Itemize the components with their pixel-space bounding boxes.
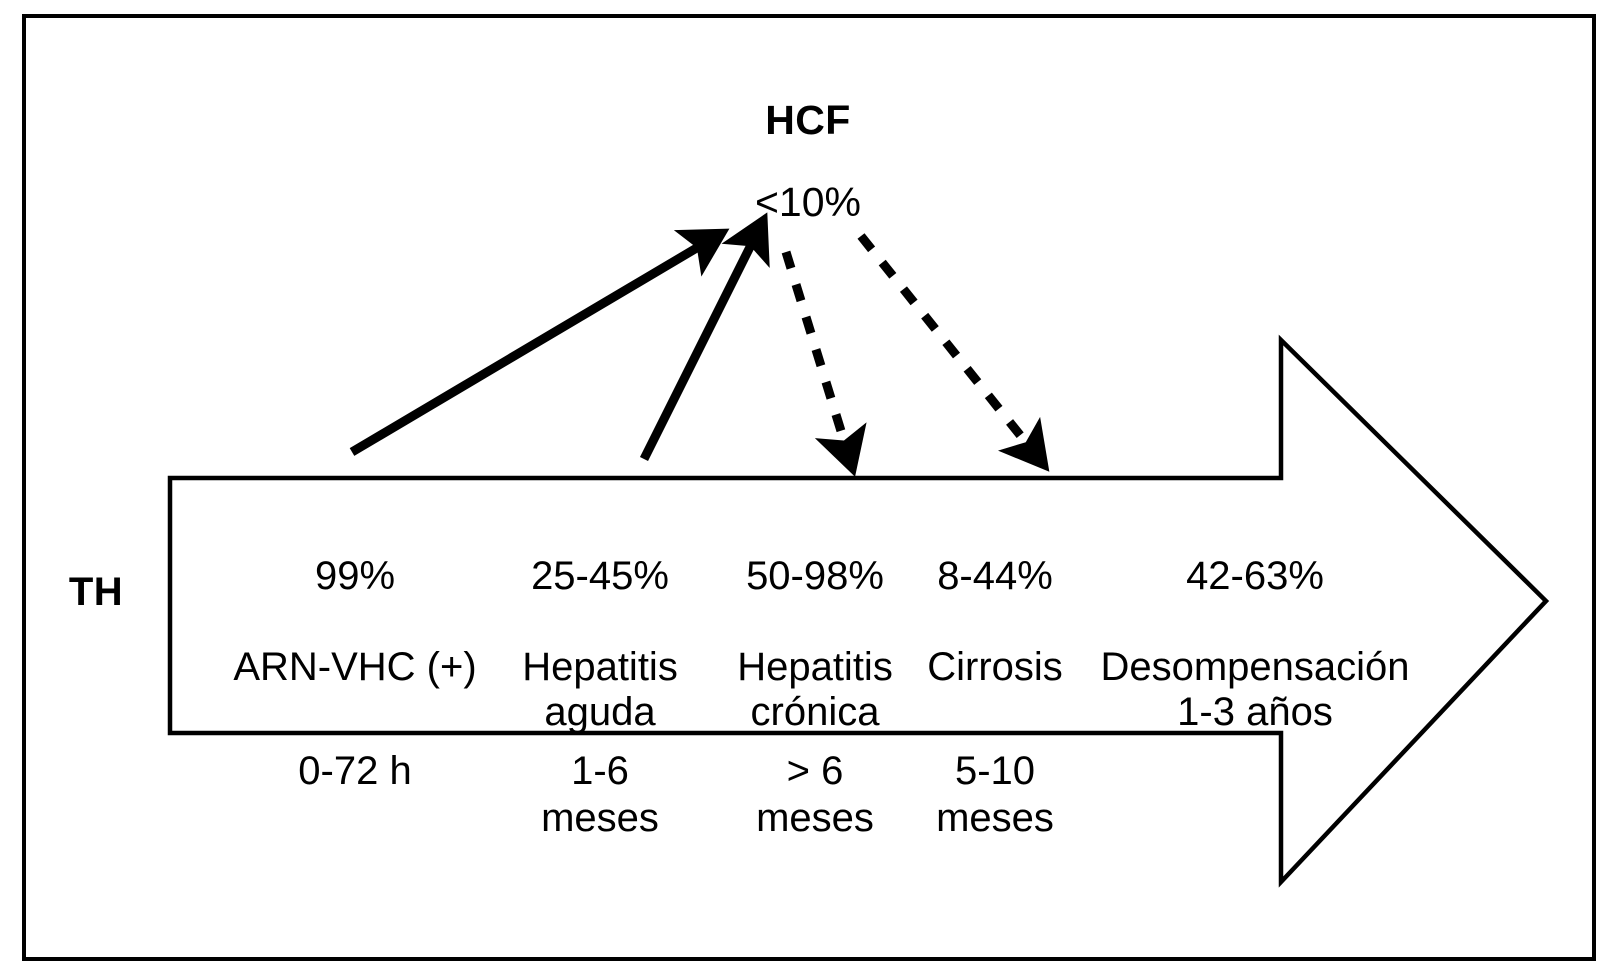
th-axis-label: TH — [68, 570, 124, 614]
stage-4-name: Cirrosis — [927, 644, 1063, 689]
hcf-percentage: <10% — [754, 179, 861, 225]
stage-2-name: Hepatitis aguda — [522, 644, 678, 735]
stage-5-percent: 42-63% — [1186, 553, 1324, 598]
connector-solid-1 — [349, 228, 730, 456]
stage-1-name: ARN-VHC (+) — [233, 644, 477, 689]
stage-block-1: 99% ARN-VHC (+) — [205, 508, 505, 736]
connector-dashed-1 — [781, 250, 867, 477]
stage-5-name: Desompensación 1-3 años — [1100, 644, 1410, 735]
stage-4-percent: 8-44% — [937, 553, 1053, 598]
connector-dashed-2 — [857, 233, 1050, 472]
timing-label-2: 1-6 meses — [541, 749, 659, 841]
connector-solid-2 — [639, 212, 770, 462]
stage-block-4: 8-44% Cirrosis — [880, 508, 1110, 736]
progression-arrow-shape — [167, 334, 1550, 888]
timing-label-4: 5-10 meses — [936, 749, 1054, 841]
outer-frame-border — [22, 14, 1596, 961]
hcf-title: HCF — [765, 97, 851, 143]
stage-3-name: Hepatitis crónica — [737, 644, 893, 735]
stage-block-2: 25-45% Hepatitis aguda — [475, 508, 725, 782]
stage-2-percent: 25-45% — [531, 553, 669, 598]
stage-block-3: 50-98% Hepatitis crónica — [690, 508, 940, 782]
stage-3-percent: 50-98% — [746, 553, 884, 598]
timing-label-3: > 6 meses — [756, 749, 874, 841]
stage-1-percent: 99% — [314, 553, 396, 598]
stage-block-5: 42-63% Desompensación 1-3 años — [1065, 508, 1445, 782]
timing-label-1: 0-72 h — [298, 749, 412, 793]
